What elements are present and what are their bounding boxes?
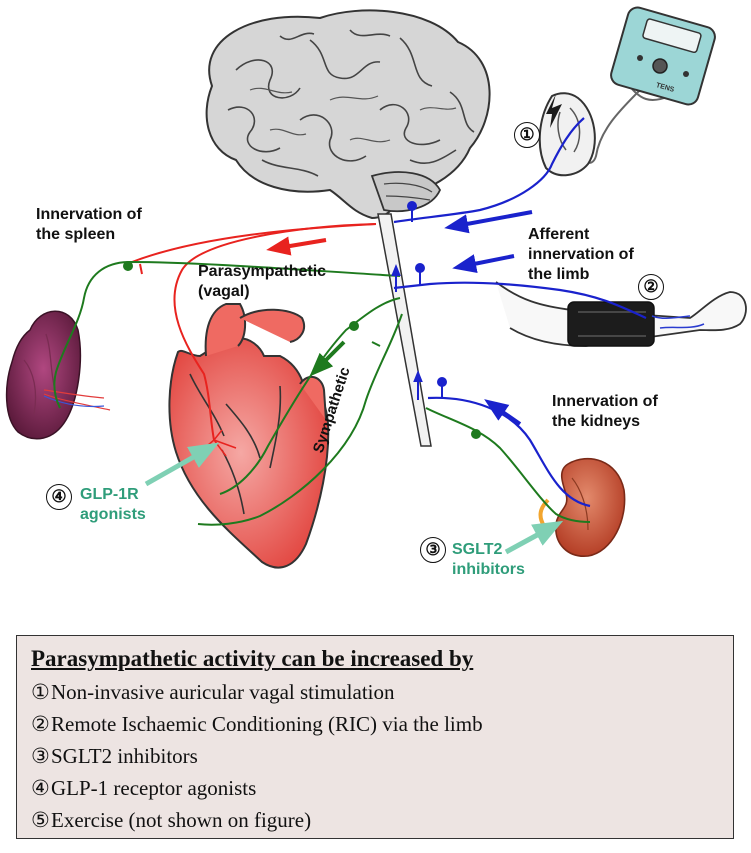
info-item-marker: ① <box>31 680 50 704</box>
sglt2-arrow <box>504 520 564 555</box>
label-spleen: Innervation of the spleen <box>36 206 142 243</box>
tens-label: TENS <box>655 82 675 94</box>
marker-4: ④ <box>46 484 72 510</box>
sympathetic-spleen <box>53 260 401 409</box>
info-item-marker: ④ <box>31 776 50 800</box>
info-item-text: SGLT2 inhibitors <box>51 744 198 768</box>
label-glp1r: GLP-1R agonists <box>80 486 146 523</box>
sympathetic-kidney <box>425 407 591 523</box>
brain <box>205 9 491 220</box>
vagal-efferent-spleen <box>131 223 377 263</box>
marker-3: ③ <box>420 537 446 563</box>
label-kidneys: Innervation of the kidneys <box>552 393 658 430</box>
tens-device: TENS <box>569 6 716 164</box>
info-item-text: Exercise (not shown on figure) <box>51 808 312 832</box>
ear <box>538 92 596 177</box>
info-item-text: Remote Ischaemic Conditioning (RIC) via … <box>51 712 483 736</box>
kidney <box>555 457 626 557</box>
info-item-text: Non-invasive auricular vagal stimulation <box>51 680 395 704</box>
afferent-ear <box>393 117 585 224</box>
info-item-marker: ⑤ <box>31 808 50 832</box>
afferent-limb <box>393 281 647 319</box>
sympathetic-heart-upper <box>219 297 401 495</box>
sympathetic-heart-lower <box>197 313 403 526</box>
marker-2: ② <box>638 274 664 300</box>
info-box: Parasympathetic activity can be increase… <box>16 635 734 839</box>
spleen <box>5 310 111 440</box>
glp1r-arrow <box>144 442 220 487</box>
info-box-title: Parasympathetic activity can be increase… <box>31 646 474 671</box>
heart <box>168 303 330 569</box>
vagal-efferent-heart <box>173 223 377 441</box>
label-afferent-limb: Afferent innervation of the limb <box>528 226 634 283</box>
info-item-marker: ③ <box>31 744 50 768</box>
label-sglt2: SGLT2 inhibitors <box>452 541 525 578</box>
spinal-cord <box>377 213 432 447</box>
info-item-marker: ② <box>31 712 50 736</box>
label-parasympathetic: Parasympathetic (vagal) <box>198 263 327 300</box>
afferent-kidney <box>427 396 591 508</box>
marker-1: ① <box>514 122 540 148</box>
blood-pressure-cuff <box>567 301 655 347</box>
autonomic-diagram: TENS <box>5 6 747 569</box>
info-item-text: GLP-1 receptor agonists <box>51 776 257 800</box>
